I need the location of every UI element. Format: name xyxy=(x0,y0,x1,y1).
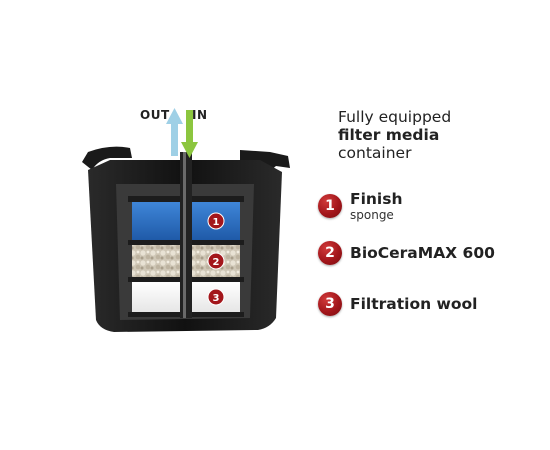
in-arrow-icon xyxy=(181,110,198,158)
media-badge-1: 1 xyxy=(207,212,225,230)
left-ceramic xyxy=(132,245,180,277)
media-badge-3: 3 xyxy=(207,288,225,306)
svg-text:1: 1 xyxy=(213,217,220,228)
legend-item-1: 1 Finish sponge xyxy=(318,190,403,222)
svg-text:3: 3 xyxy=(213,293,220,304)
in-label: IN xyxy=(192,108,208,122)
left-handle xyxy=(82,146,132,170)
legend-title-3: Filtration wool xyxy=(350,295,478,313)
left-sponge xyxy=(132,202,180,240)
legend-title-1: Finish xyxy=(350,190,403,208)
diagram-heading: Fully equipped filter media container xyxy=(338,108,528,162)
legend-badge-2: 2 xyxy=(318,241,342,265)
legend-title-2: BioCeraMAX 600 xyxy=(350,244,495,262)
media-badge-2: 2 xyxy=(207,252,225,270)
legend-item-3: 3 Filtration wool xyxy=(318,292,477,316)
legend-badge-3: 3 xyxy=(318,292,342,316)
right-handle xyxy=(240,150,290,174)
out-arrow-icon xyxy=(166,108,183,156)
out-label: OUT xyxy=(140,108,170,122)
legend-badge-1: 1 xyxy=(318,194,342,218)
heading-line-2: filter media xyxy=(338,126,440,144)
left-wool xyxy=(132,282,180,312)
filter-canister-illustration: 1 2 3 xyxy=(82,108,290,332)
svg-text:2: 2 xyxy=(213,257,220,268)
heading-line-3: container xyxy=(338,144,412,162)
legend-item-2: 2 BioCeraMAX 600 xyxy=(318,241,495,265)
legend-subtitle-1: sponge xyxy=(350,208,394,222)
heading-line-1: Fully equipped xyxy=(338,108,452,126)
